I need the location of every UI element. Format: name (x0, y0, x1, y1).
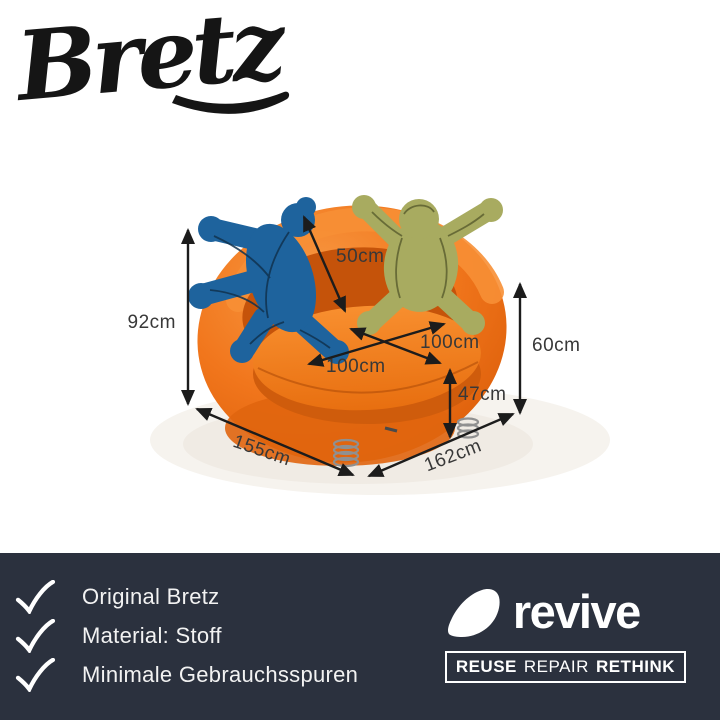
dim-label-height: 92cm (128, 312, 176, 333)
dim-label-back-height: 60cm (532, 335, 580, 356)
tagline-word: RETHINK (595, 657, 675, 676)
checklist-item: Minimale Gebrauchsspuren (14, 657, 358, 692)
dim-arrow-width (195, 407, 355, 477)
dim-label-seat-width: 100cm (326, 356, 386, 377)
revive-logo-row: revive (445, 584, 641, 638)
product-figure: Bretz (9, 0, 610, 495)
checklist-label: Material: Stoff (82, 622, 222, 648)
checklist-item: Original Bretz (14, 579, 358, 614)
green-gecko-cushion (352, 195, 503, 335)
check-icon (15, 657, 56, 692)
revive-tagline: REUSE REPAIR RETHINK (444, 651, 686, 683)
dim-label-seat-depth: 100cm (420, 332, 480, 353)
checklist-label: Original Bretz (82, 583, 220, 609)
revive-logo: revive REUSE REPAIR RETHINK (444, 584, 686, 683)
check-icon (15, 618, 56, 653)
revive-wordmark: revive (512, 584, 641, 638)
dim-arrow-backrest (302, 215, 347, 313)
dim-label-seat-height: 47cm (458, 384, 506, 405)
tagline-word: REUSE (455, 657, 517, 676)
condition-checklist: Original Bretz Material: Stoff Minimale … (14, 579, 358, 692)
checklist-label: Minimale Gebrauchsspuren (82, 661, 359, 687)
tagline-word: REPAIR (523, 657, 589, 676)
bretz-logo: Bretz (9, 0, 291, 123)
dim-arrow-depth (367, 412, 515, 478)
footer-bar: Original Bretz Material: Stoff Minimale … (0, 553, 720, 720)
dim-label-backrest: 50cm (336, 246, 384, 267)
green-gecko-seams (371, 204, 485, 299)
dim-arrow-seat-width (307, 321, 446, 367)
checklist-item: Material: Stoff (14, 618, 358, 653)
check-icon (15, 579, 56, 614)
blue-gecko-seams (209, 231, 331, 349)
revive-pebble-icon (447, 589, 500, 637)
bretz-logo-swash (172, 91, 290, 114)
